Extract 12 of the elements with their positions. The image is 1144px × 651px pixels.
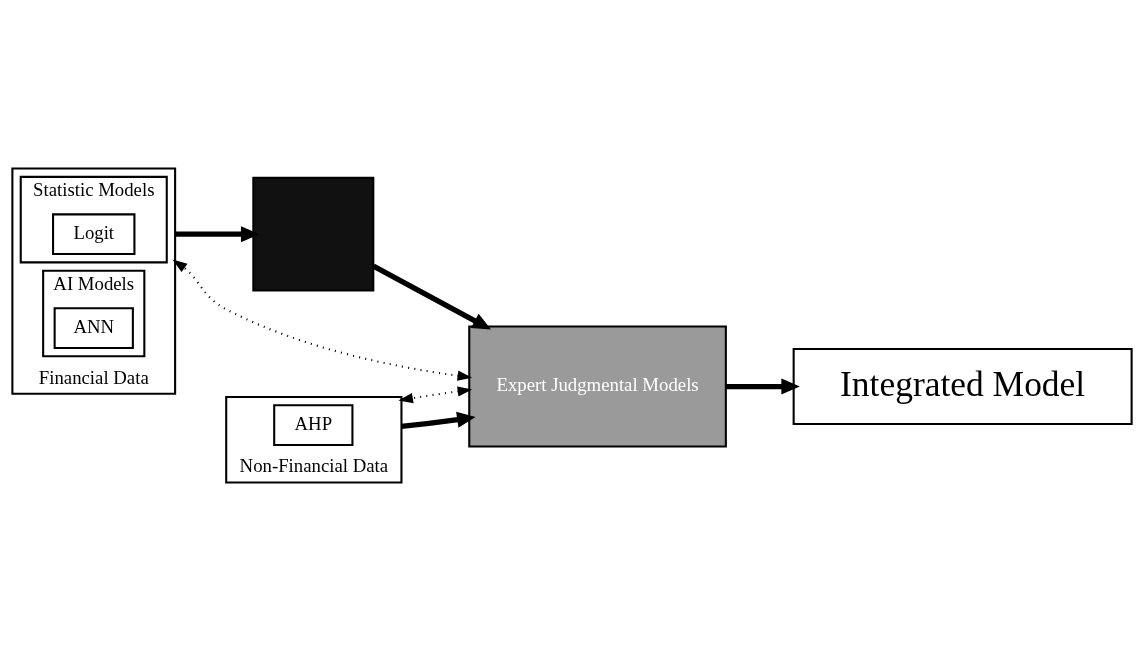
arrow [401, 411, 476, 429]
arrow [175, 226, 260, 243]
node-box: Integrated Model [792, 347, 1133, 426]
node-box: ANN [53, 307, 134, 349]
node-box: AHP [273, 404, 354, 446]
arrow [726, 378, 800, 395]
node-box [252, 176, 375, 292]
arrow [172, 259, 473, 381]
arrow [372, 263, 492, 330]
node-box: Logit [52, 213, 136, 256]
node-box: Expert Judgmental Models [468, 325, 727, 448]
arrow [398, 386, 473, 404]
